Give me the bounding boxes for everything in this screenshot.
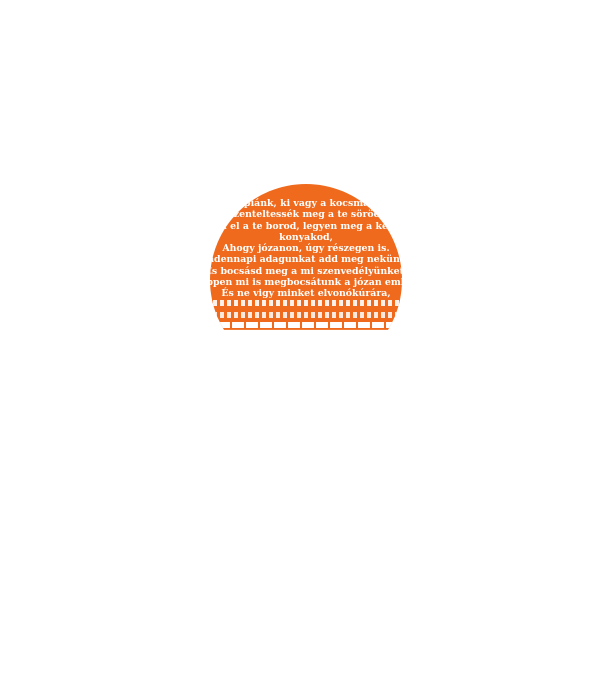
poem-line: konyakod, (279, 231, 333, 243)
orange-sun-graphic: Sörapiánk, ki vagy a kocsmában, szentelt… (210, 184, 402, 330)
fragmented-stripe (210, 312, 402, 318)
poem-text: Sörapiánk, ki vagy a kocsmában, szentelt… (210, 198, 402, 300)
poem-line: És ne vigy minket elvonókúrára, (221, 288, 391, 300)
poem-line: És bocsásd meg a mi szenvedélyünket, (210, 265, 402, 277)
fragmented-stripe (210, 322, 402, 328)
poem-line: szenteltessék meg a te söröd, (228, 209, 384, 221)
poem-line: Miképpen mi is megbocsátunk a józan embe… (210, 277, 402, 289)
poem-line: A mindennapi adagunkat add meg nekünk ma… (210, 254, 402, 266)
fragmented-stripe (210, 300, 402, 306)
poem-line: Ahogy józanon, úgy részegen is. (222, 243, 390, 255)
poem-line: Jöjjön el a te borod, legyen meg a kedve… (210, 220, 402, 232)
poem-line: Sörapiánk, ki vagy a kocsmában, (220, 198, 392, 209)
